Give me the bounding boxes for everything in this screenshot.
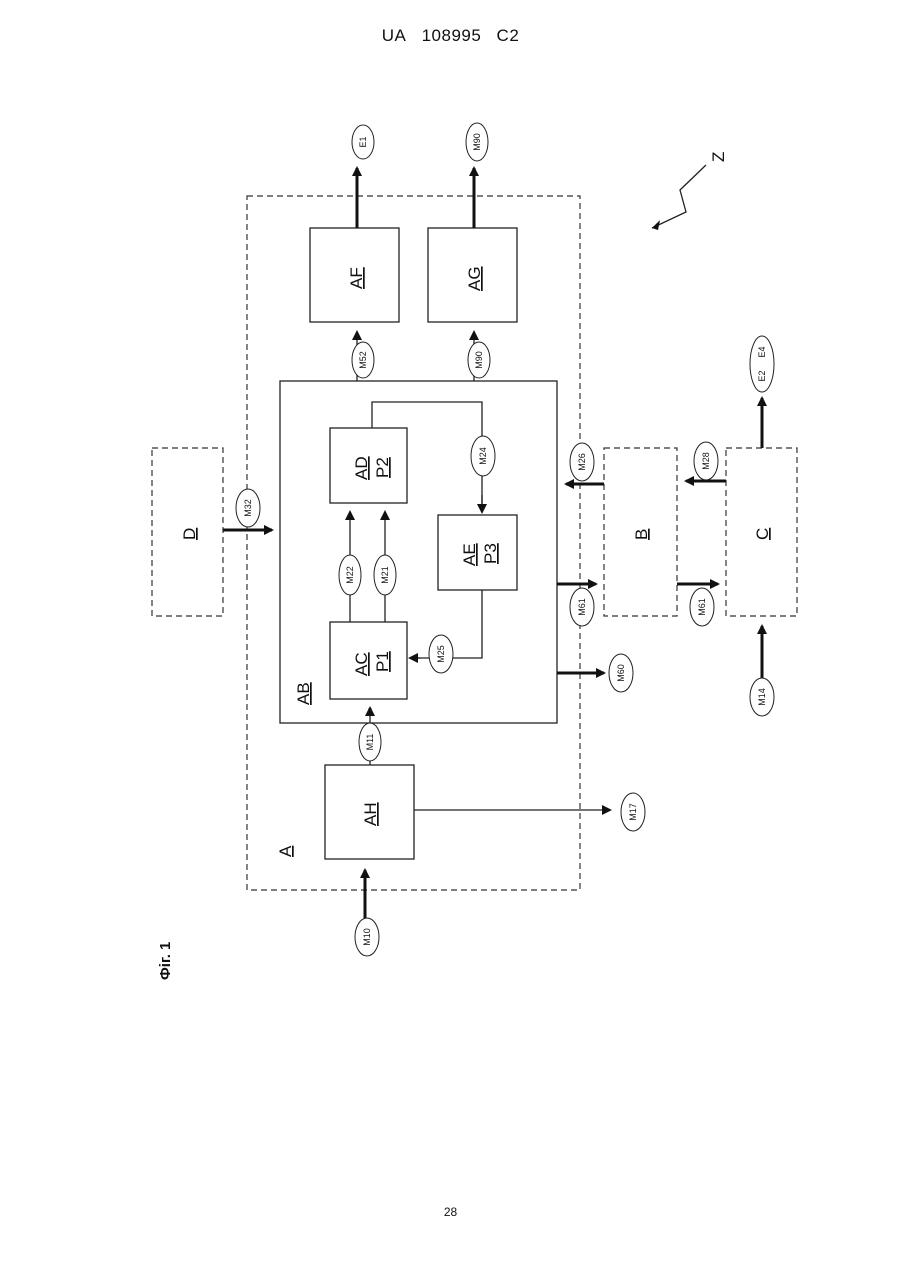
- signal-m32: M32: [236, 489, 260, 527]
- block-d-label: D: [180, 528, 199, 540]
- signal-m61-b-text: M61: [697, 598, 707, 616]
- block-ad-sub: P2: [373, 457, 392, 478]
- signal-m17-text: M17: [628, 803, 638, 821]
- signal-m28-text: M28: [701, 452, 711, 470]
- signal-m52-text: M52: [358, 351, 368, 369]
- block-ad-label: AD: [352, 456, 371, 480]
- block-c-label: C: [753, 528, 772, 540]
- figure-caption: Фіг. 1: [157, 942, 174, 980]
- signal-m32-text: M32: [243, 499, 253, 517]
- block-ah-label: AH: [361, 802, 380, 826]
- signal-m21: M21: [374, 555, 396, 595]
- signal-e1-text: E1: [358, 136, 368, 147]
- signal-m11: M11: [359, 723, 381, 761]
- signal-m24: M24: [471, 436, 495, 476]
- signal-m24-text: M24: [478, 447, 488, 465]
- page-number: 28: [0, 1205, 901, 1219]
- block-ag-label: AG: [465, 266, 484, 291]
- signal-m60: M60: [609, 654, 633, 692]
- signal-e1: E1: [352, 125, 374, 159]
- signal-m90-in-text: M90: [474, 351, 484, 369]
- signal-m25-text: M25: [436, 645, 446, 663]
- signal-m10-text: M10: [362, 928, 372, 946]
- block-a-label: A: [276, 845, 295, 857]
- signal-e4-text: E4: [757, 346, 767, 357]
- block-af-label: AF: [347, 267, 366, 289]
- signal-m14: M14: [750, 678, 774, 716]
- signal-m61-a-text: M61: [577, 598, 587, 616]
- ref-z-line: [652, 165, 706, 228]
- signal-m21-text: M21: [380, 566, 390, 584]
- signal-m26-text: M26: [577, 453, 587, 471]
- signal-m25: M25: [429, 635, 453, 673]
- signal-m52: M52: [352, 342, 374, 378]
- signal-e2-text: E2: [757, 370, 767, 381]
- signal-m61-a: M61: [570, 588, 594, 626]
- signal-m14-text: M14: [757, 688, 767, 706]
- ref-z-arrow: [652, 220, 660, 230]
- signal-m10: M10: [355, 918, 379, 956]
- signal-m61-b: M61: [690, 588, 714, 626]
- block-ab-label: AB: [294, 682, 313, 705]
- signal-m11-text: M11: [365, 734, 375, 751]
- block-ae-sub: P3: [481, 543, 500, 564]
- signal-m26: M26: [570, 443, 594, 481]
- block-b-label: B: [632, 529, 651, 540]
- signal-m60-text: M60: [616, 664, 626, 682]
- signal-m90-out-text: M90: [472, 133, 482, 151]
- signal-m90-out: M90: [466, 123, 488, 161]
- block-ac-label: AC: [352, 652, 371, 676]
- signal-m17: M17: [621, 793, 645, 831]
- block-ae-label: AE: [460, 543, 479, 566]
- label-a: A: [276, 845, 295, 857]
- signal-m28: M28: [694, 442, 718, 480]
- signal-m22-text: M22: [345, 566, 355, 584]
- signal-m22: M22: [339, 555, 361, 595]
- figure-ref-z: Z: [709, 152, 728, 162]
- signal-m90-in: M90: [468, 342, 490, 378]
- block-ac-sub: P1: [373, 651, 392, 672]
- signal-e2-e4: E2 E4: [750, 336, 774, 392]
